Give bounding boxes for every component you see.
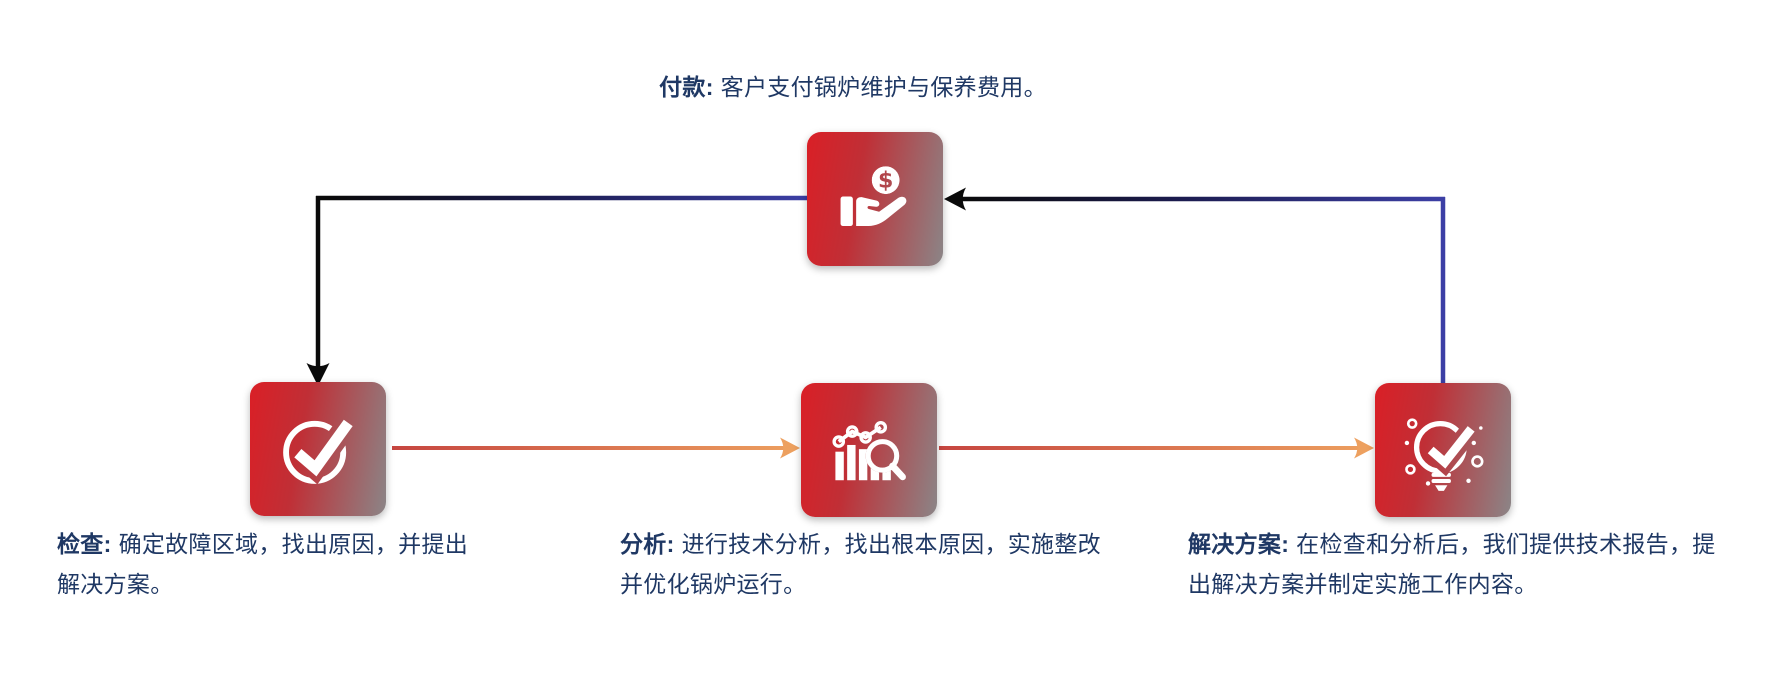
solution-label-lead: 解决方案:: [1188, 531, 1290, 557]
analysis-label: 分析:进行技术分析，找出根本原因，实施整改并优化锅炉运行。: [620, 525, 1112, 604]
node-analysis-box: [801, 383, 937, 517]
node-solution-box: [1375, 383, 1511, 517]
hand-coin-icon: $: [840, 166, 907, 227]
inspection-label-lead: 检查:: [57, 531, 112, 557]
connector-inspection-to-analysis: [392, 437, 800, 459]
inspection-label: 检查:确定故障区域，找出原因，并提出解决方案。: [57, 525, 481, 604]
connector-payment-to-inspection: [306, 195, 807, 386]
solution-label: 解决方案:在检查和分析后，我们提供技术报告，提出解决方案并制定实施工作内容。: [1188, 525, 1724, 604]
payment-label-desc: 客户支付锅炉维护与保养费用。: [720, 74, 1047, 100]
analysis-label-desc: 进行技术分析，找出根本原因，实施整改并优化锅炉运行。: [620, 531, 1101, 597]
node-payment-box: $: [807, 132, 943, 266]
connector-analysis-to-solution: [939, 437, 1374, 459]
node-inspection-box: [250, 382, 386, 516]
connector-solution-to-payment: [944, 187, 1446, 383]
analysis-label-lead: 分析:: [620, 531, 675, 557]
inspection-label-desc: 确定故障区域，找出原因，并提出解决方案。: [57, 531, 469, 597]
solution-label-desc: 在检查和分析后，我们提供技术报告，提出解决方案并制定实施工作内容。: [1188, 531, 1716, 597]
payment-label-lead: 付款:: [659, 74, 714, 100]
chart-magnifier-icon: [832, 421, 906, 481]
check-circle-icon: [283, 419, 353, 484]
bulb-check-icon: [1404, 418, 1484, 491]
payment-label: 付款:客户支付锅炉维护与保养费用。: [659, 68, 1047, 108]
